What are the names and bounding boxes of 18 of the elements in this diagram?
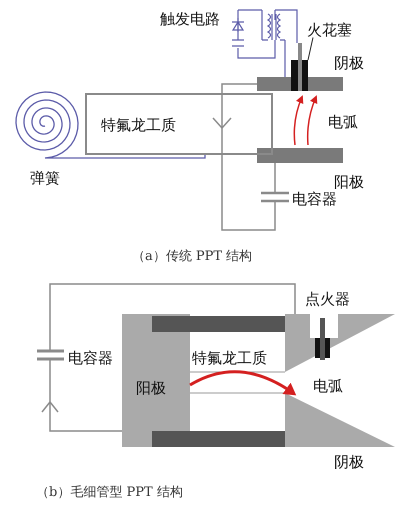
part-label: 阴极 bbox=[334, 55, 364, 72]
part-label: 阳极 bbox=[136, 380, 166, 396]
part-label: 火花塞 bbox=[307, 22, 352, 38]
leader-line bbox=[308, 37, 314, 60]
part-label: 电容器 bbox=[68, 350, 113, 366]
figure-caption: （b）毛细管型 PPT 结构 bbox=[36, 486, 183, 500]
part-label: 特氟龙工质 bbox=[192, 350, 267, 366]
part-label: 电弧 bbox=[328, 114, 358, 130]
part-label: 弹簧 bbox=[30, 170, 60, 186]
part-label: 阳极 bbox=[334, 174, 364, 190]
part-label: 电弧 bbox=[313, 378, 343, 394]
spark-plug bbox=[291, 43, 308, 91]
figure-caption: （a）传统 PPT 结构 bbox=[132, 250, 252, 264]
part-label: 点火器 bbox=[305, 291, 350, 308]
part-label: 触发电路 bbox=[160, 11, 220, 28]
part-label: 电容器 bbox=[292, 191, 337, 208]
propellant-block: 特氟龙工质 bbox=[85, 93, 273, 155]
part-label: 阴极 bbox=[334, 454, 364, 470]
